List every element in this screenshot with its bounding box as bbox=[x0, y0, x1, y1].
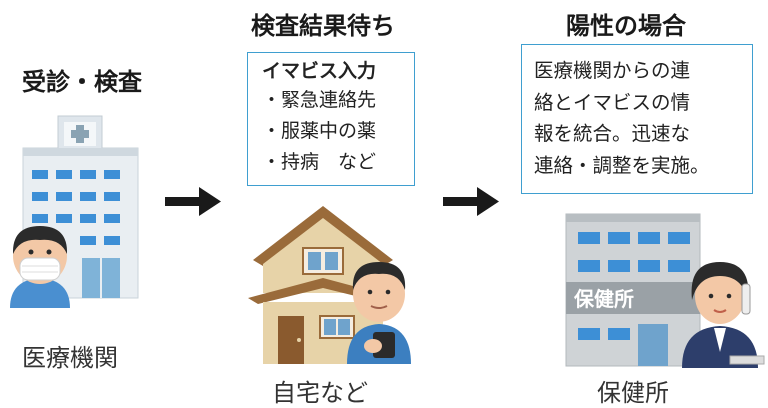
positive-box-line: 医療機関からの連 bbox=[534, 59, 691, 82]
imabis-input-heading: イマビス入力 bbox=[262, 60, 377, 82]
masked-patient-icon bbox=[10, 226, 70, 308]
imabis-item-condition: ・持病 など bbox=[262, 151, 377, 173]
hospital-icon bbox=[22, 115, 139, 299]
positive-box-line: 絡とイマビスの情 bbox=[534, 90, 691, 114]
health-center-building-icon: 保健所 bbox=[565, 213, 701, 367]
arrow-right-icon bbox=[443, 187, 499, 216]
operator-woman-icon bbox=[682, 262, 765, 368]
man-with-phone-icon bbox=[347, 262, 411, 364]
stage-title-clinic: 受診・検査 bbox=[22, 68, 142, 96]
imabis-input-box: イマビス入力 ・緊急連絡先 ・服薬中の薬 ・持病 など bbox=[247, 52, 415, 186]
positive-box-line: 報を統合。迅速な bbox=[534, 122, 691, 145]
positive-box-line: 連絡・調整を実施。 bbox=[534, 153, 710, 177]
positive-case-box: 医療機関からの連 絡とイマビスの情 報を統合。迅速な 連絡・調整を実施。 bbox=[521, 44, 753, 194]
arrow-right-icon bbox=[165, 187, 221, 216]
imabis-item-medication: ・服薬中の薬 bbox=[262, 120, 377, 142]
stage-caption-home: 自宅など bbox=[272, 379, 368, 407]
stage-caption-health-center: 保健所 bbox=[597, 379, 669, 407]
stage-caption-clinic: 医療機関 bbox=[22, 344, 118, 372]
imabis-item-emergency-contact: ・緊急連絡先 bbox=[262, 89, 377, 111]
stage-title-waiting: 検査結果待ち bbox=[251, 12, 395, 40]
health-center-sign: 保健所 bbox=[573, 287, 634, 311]
stage-title-positive: 陽性の場合 bbox=[566, 12, 686, 40]
